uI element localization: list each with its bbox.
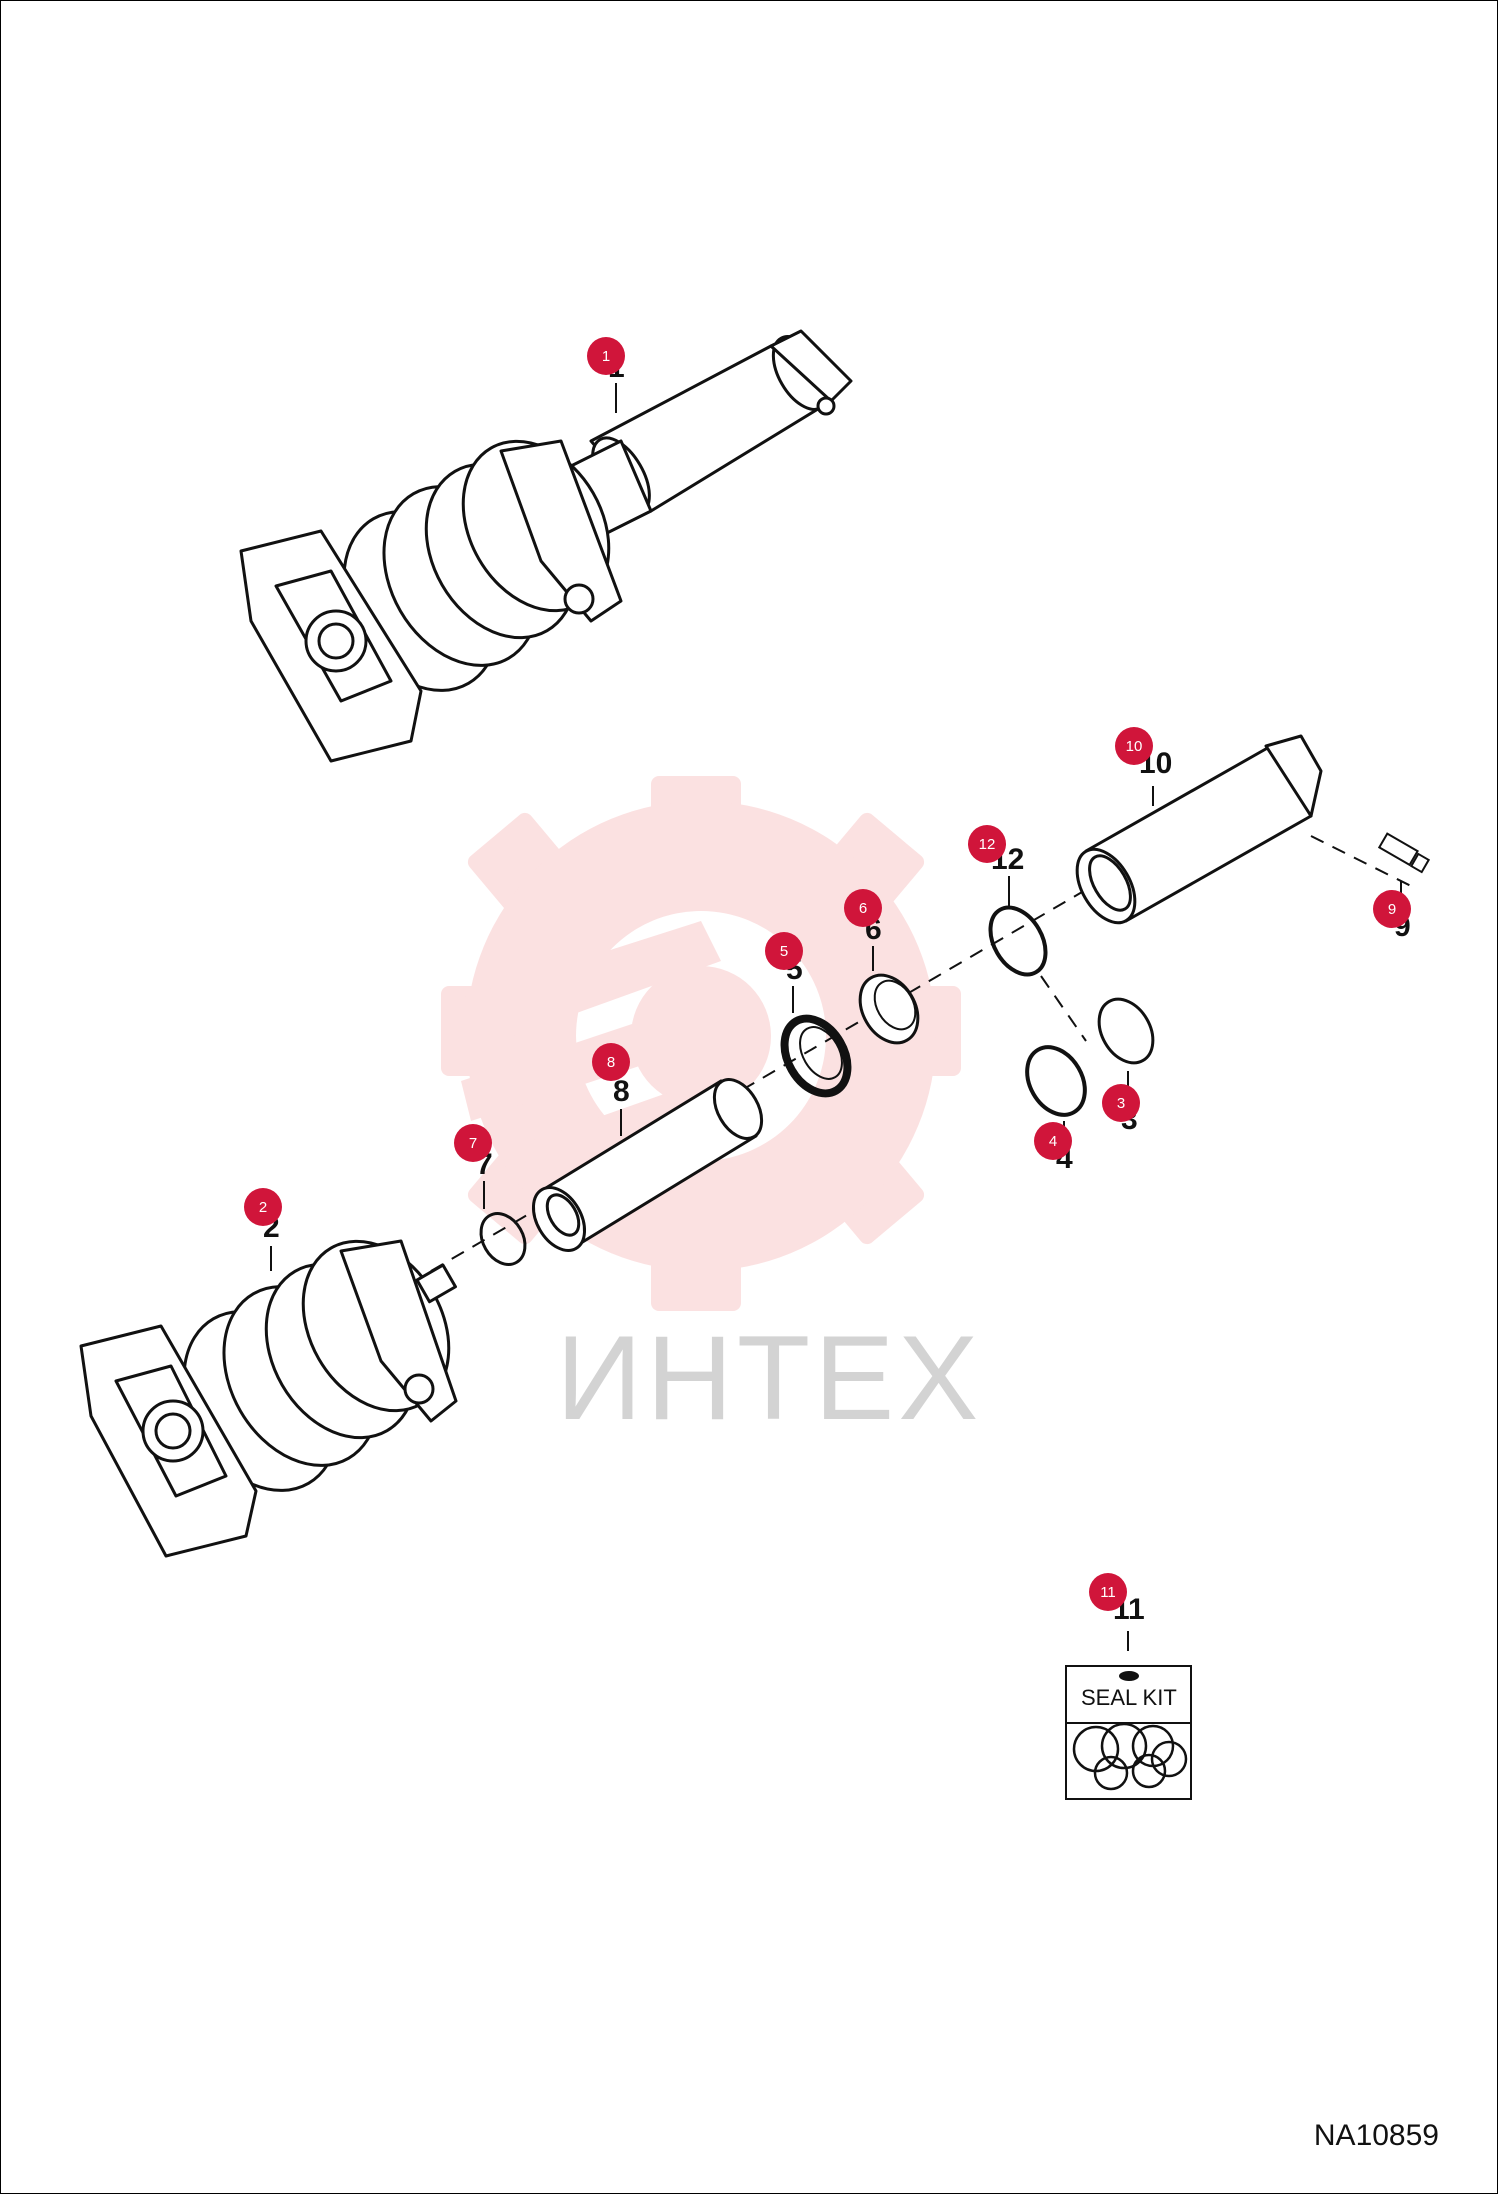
callout-marker-1[interactable]: 1 [587, 337, 625, 375]
part-7-snap-ring [479, 1212, 527, 1266]
svg-text:12: 12 [979, 836, 996, 853]
seal-kit-label: SEAL KIT [1081, 1685, 1177, 1710]
svg-text:2: 2 [259, 1199, 267, 1216]
part-10-cylinder [1075, 734, 1323, 925]
svg-text:10: 10 [1126, 738, 1143, 755]
watermark-logo: ИНТЕХ [441, 776, 982, 1445]
callout-marker-6[interactable]: 6 [844, 889, 882, 927]
leader-lines [270, 383, 1402, 1651]
callout-marker-11[interactable]: 11 [1089, 1573, 1127, 1611]
svg-text:3: 3 [1117, 1095, 1125, 1112]
callout-marker-8[interactable]: 8 [592, 1043, 630, 1081]
part-number-8: 8 [613, 1075, 630, 1108]
svg-text:6: 6 [859, 900, 867, 917]
part-9-grease-fitting [1377, 832, 1431, 874]
part-6-wiper-ring [858, 973, 920, 1045]
part-8-piston-tube [531, 1078, 764, 1252]
svg-text:4: 4 [1049, 1133, 1057, 1150]
part-5-seal-ring [780, 1014, 852, 1098]
callout-marker-7[interactable]: 7 [454, 1124, 492, 1162]
svg-text:11: 11 [1100, 1584, 1116, 1601]
callout-marker-4[interactable]: 4 [1034, 1122, 1072, 1160]
part-12-o-ring [988, 905, 1048, 977]
part-4-o-ring [1025, 1045, 1087, 1117]
svg-text:8: 8 [607, 1054, 615, 1071]
callout-marker-10[interactable]: 10 [1115, 727, 1153, 765]
part-2-recoil-spring-yoke [79, 1239, 458, 1558]
svg-text:9: 9 [1388, 901, 1396, 918]
callout-markers: 1 2 3 4 5 6 7 8 [244, 337, 1411, 1611]
svg-text:1: 1 [602, 348, 610, 365]
callout-marker-9[interactable]: 9 [1373, 890, 1411, 928]
diagram-id-label: NA10859 [1313, 2119, 1439, 2152]
callout-marker-12[interactable]: 12 [968, 825, 1006, 863]
svg-text:5: 5 [780, 943, 788, 960]
svg-text:7: 7 [469, 1135, 477, 1152]
part-1-track-adjuster-assembly [239, 329, 853, 763]
callout-marker-2[interactable]: 2 [244, 1188, 282, 1226]
part-11-seal-kit: SEAL KIT [1065, 1665, 1192, 1800]
callout-marker-3[interactable]: 3 [1102, 1084, 1140, 1122]
callout-marker-5[interactable]: 5 [765, 932, 803, 970]
watermark-text: ИНТЕХ [556, 1311, 982, 1445]
part-3-backup-ring [1097, 997, 1155, 1065]
